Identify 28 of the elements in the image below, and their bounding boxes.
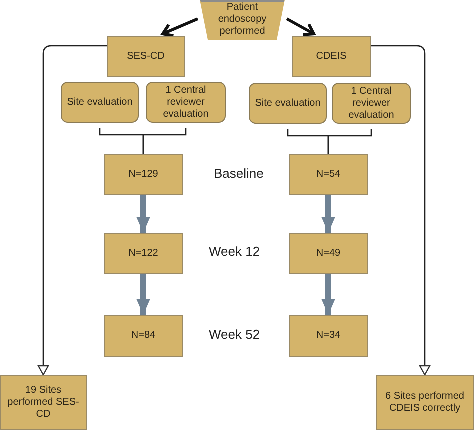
process-box: N=129 <box>104 154 183 195</box>
arrow <box>38 45 107 376</box>
arrow <box>322 195 336 233</box>
process-box: N=54 <box>289 154 368 195</box>
process-box: N=122 <box>104 233 183 274</box>
rounded-box: Site evaluation <box>249 83 327 124</box>
trapezoid-box: Patient endoscopy performed <box>200 0 285 40</box>
process-box: CDEIS <box>292 36 371 77</box>
timepoint-label: Week 12 <box>209 244 260 259</box>
arrow <box>286 18 316 36</box>
arrow <box>322 274 336 315</box>
process-box: 19 Sites performed SES-CD <box>0 375 87 430</box>
timepoint-label: Baseline <box>214 166 264 181</box>
rounded-box: 1 Central reviewer evaluation <box>332 83 411 124</box>
arrow <box>136 274 150 315</box>
process-box: 6 Sites performed CDEIS correctly <box>376 375 474 430</box>
rounded-box: 1 Central reviewer evaluation <box>146 82 226 123</box>
arrow <box>371 45 431 376</box>
rounded-box: Site evaluation <box>61 82 139 123</box>
arrow <box>136 195 150 233</box>
process-box: N=84 <box>104 315 183 357</box>
bracket-line <box>328 129 372 154</box>
timepoint-label: Week 52 <box>209 327 260 342</box>
arrow <box>162 18 199 38</box>
process-box: N=49 <box>289 233 368 274</box>
bracket-line <box>142 128 187 154</box>
process-box: N=34 <box>289 315 368 357</box>
process-box: SES-CD <box>107 36 185 77</box>
